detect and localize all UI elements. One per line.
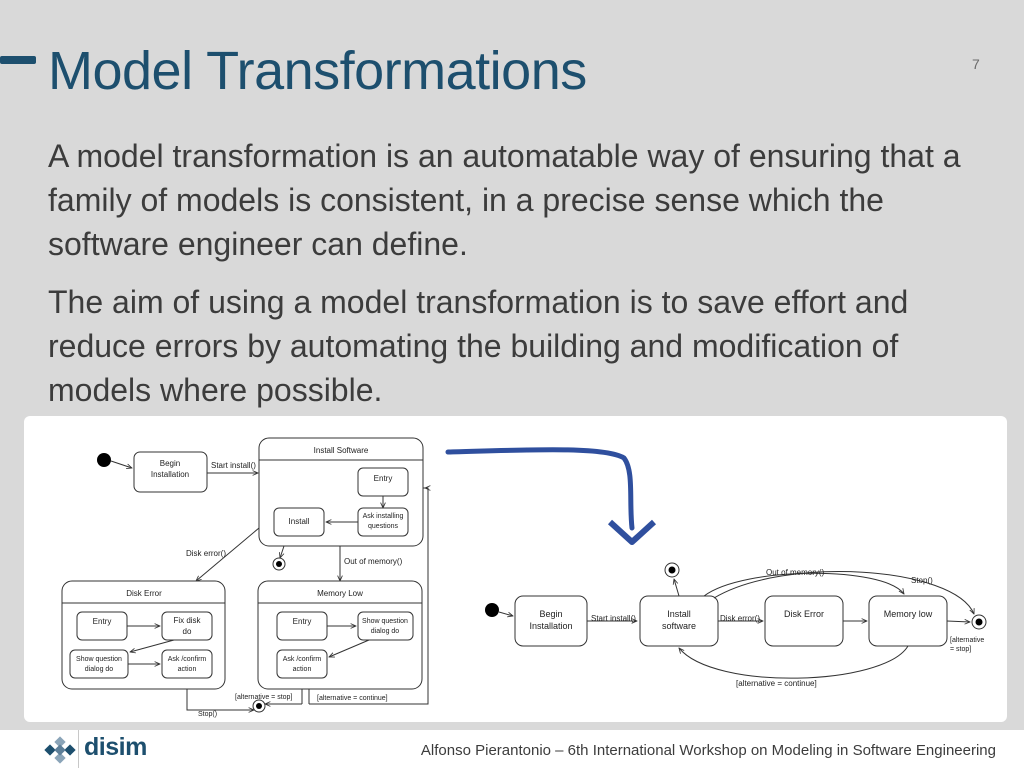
final-state-right-top <box>668 566 676 574</box>
alternative-stop-label-left: [alternative = stop] <box>235 694 292 701</box>
entry-label-2: Entry <box>93 617 112 626</box>
transformation-arrow <box>445 447 635 531</box>
right-state-diagram: Begin Installation Start install() Insta… <box>485 562 987 688</box>
begin-label-right: Begin <box>539 609 562 619</box>
entry-label-1: Entry <box>374 474 393 483</box>
begin-installation-label: Begin <box>160 459 180 468</box>
final-state-1 <box>276 561 282 567</box>
out-of-memory-label-right: Out of memory() <box>766 568 825 577</box>
page-number: 7 <box>972 56 980 72</box>
transformation-figure: Begin Start install() Install Software E… <box>24 416 1007 722</box>
svg-text:Installation: Installation <box>529 621 572 631</box>
show-question-dialog-state-1 <box>69 649 129 679</box>
svg-text:action: action <box>293 666 312 673</box>
disk-error-event-label: Disk error() <box>186 549 226 558</box>
final-state-right <box>975 618 983 626</box>
disim-logo-text: disim <box>84 733 147 761</box>
disk-error-label-right: Disk Error <box>784 609 824 619</box>
ask-confirm-label-1: Ask /confirm <box>168 656 207 663</box>
svg-text:questions: questions <box>368 523 398 530</box>
slide-title: Model Transformations <box>48 41 587 101</box>
ask-confirm-label-2: Ask /confirm <box>283 656 322 663</box>
svg-text:do: do <box>183 627 192 636</box>
install-label-right: Install <box>667 609 691 619</box>
stop-label-right: Stop() <box>911 576 933 585</box>
ask-confirm-action-state-2 <box>276 649 328 679</box>
memory-low-label-right: Memory low <box>884 609 933 619</box>
footer-credit: Alfonso Pierantonio – 6th International … <box>420 742 996 759</box>
entry-label-3: Entry <box>293 617 312 626</box>
fix-disk-label: Fix disk <box>173 616 201 625</box>
paragraph-aim: The aim of using a model transformation … <box>48 284 909 408</box>
footer-divider <box>78 730 79 768</box>
memory-low-state-label: Memory Low <box>317 589 363 598</box>
slide-footer: disim Alfonso Pierantonio – 6th Internat… <box>0 730 1024 768</box>
out-of-memory-event-label: Out of memory() <box>344 557 403 566</box>
final-state-2 <box>256 703 262 709</box>
memory-low-state-right <box>868 595 948 647</box>
begin-installation-state <box>133 451 208 493</box>
svg-text:dialog do: dialog do <box>85 666 114 673</box>
alternative-continue-label-right: [alternative = continue] <box>736 679 817 688</box>
show-question-dialog-state-2 <box>357 611 414 641</box>
disk-error-state-right <box>764 595 844 647</box>
install-software-label: Install Software <box>314 446 369 455</box>
state-diagrams: Begin Start install() Install Software E… <box>61 437 987 718</box>
disim-logo-icon <box>44 736 76 764</box>
install-label: Install <box>289 517 310 526</box>
start-install-label: Start install() <box>211 461 256 470</box>
title-accent-bar <box>0 56 36 64</box>
svg-text:software: software <box>662 621 696 631</box>
disk-error-state-label: Disk Error <box>126 589 162 598</box>
initial-state-dot <box>97 453 111 467</box>
ask-installing-label: Ask installing <box>363 513 404 520</box>
fix-disk-state <box>161 611 213 641</box>
svg-text:action: action <box>178 666 197 673</box>
install-state <box>273 507 325 537</box>
alternative-continue-label-left: [alternative = continue] <box>317 695 388 702</box>
svg-text:dialog do: dialog do <box>371 628 400 635</box>
start-install-label-right: Start install() <box>591 614 636 623</box>
show-question-label-1: Show question <box>76 656 122 663</box>
stop-label-left: Stop() <box>198 711 217 718</box>
alternative-stop-line2: = stop] <box>950 646 971 653</box>
transformation-arrowhead <box>607 519 657 545</box>
left-state-diagram: Begin Start install() Install Software E… <box>61 437 428 718</box>
paragraph-definition: A model transformation is an automatable… <box>48 138 961 262</box>
disk-error-event-label-right: Disk error() <box>720 614 760 623</box>
alternative-stop-line1: [alternative <box>950 637 984 644</box>
ask-confirm-action-state-1 <box>161 649 213 679</box>
show-question-label-2: Show question <box>362 618 408 625</box>
begin-installation-label-line2: Installation <box>151 470 189 479</box>
initial-state-dot-right <box>485 603 499 617</box>
